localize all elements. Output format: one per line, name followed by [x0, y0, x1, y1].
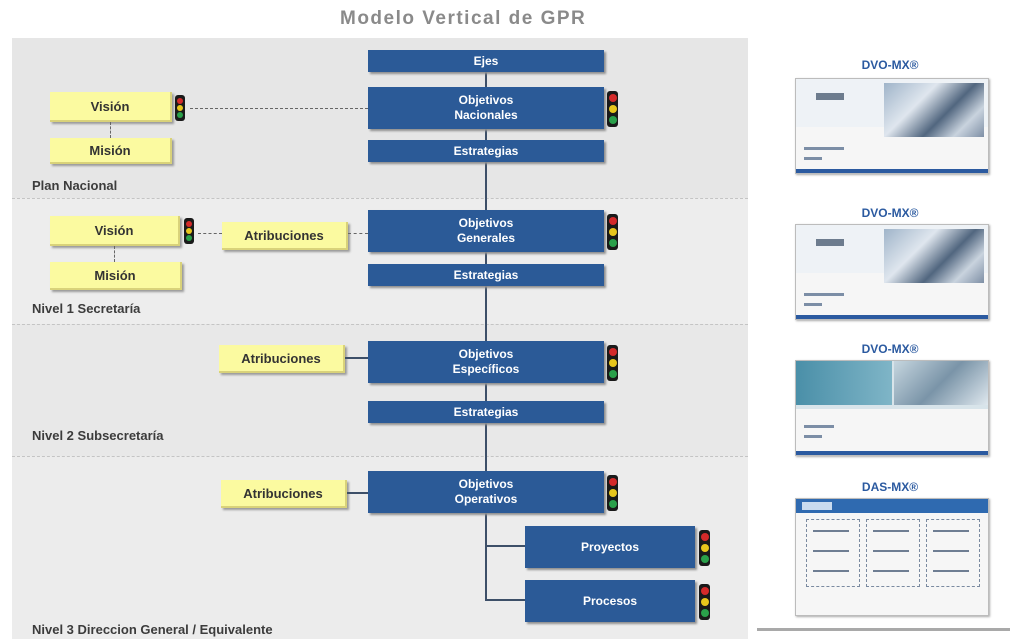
traffic-light-icon — [607, 475, 618, 511]
tool-label: DVO-MX® — [861, 206, 919, 220]
estrategias-box: Estrategias — [368, 401, 604, 423]
atribuciones-connector — [347, 492, 368, 494]
dvo-mx-screenshot-thumbnail — [795, 224, 989, 320]
traffic-light-icon — [175, 95, 185, 121]
atribuciones-box: Atribuciones — [221, 480, 347, 508]
traffic-light-icon — [699, 530, 710, 566]
procesos-connector — [485, 599, 525, 601]
vision-box: Visión — [50, 216, 180, 246]
objetivos-especificos-box: Objetivos Específicos — [368, 341, 604, 383]
vision-connector — [198, 233, 222, 234]
estrategias-box: Estrategias — [368, 264, 604, 286]
mision-box: Misión — [50, 262, 182, 290]
page-title: Modelo Vertical de GPR — [340, 8, 587, 29]
atribuciones-connector — [345, 357, 368, 359]
das-mx-screenshot-thumbnail — [795, 498, 989, 616]
vision-connector — [190, 108, 368, 109]
mision-box: Misión — [50, 138, 172, 164]
level-label-nivel-3: Nivel 3 Direccion General / Equivalente — [32, 622, 273, 637]
dvo-mx-screenshot-thumbnail — [795, 360, 989, 456]
atribuciones-box: Atribuciones — [219, 345, 345, 373]
traffic-light-icon — [699, 584, 710, 620]
panel-bottom-rule — [757, 628, 1010, 631]
procesos-box: Procesos — [525, 580, 695, 622]
ejes-box: Ejes — [368, 50, 604, 72]
objetivos-operativos-box: Objetivos Operativos — [368, 471, 604, 513]
vision-mision-connector — [114, 246, 115, 262]
spine-connector — [485, 70, 487, 600]
level-label-nivel-2: Nivel 2 Subsecretaría — [32, 428, 164, 443]
objetivos-generales-box: Objetivos Generales — [368, 210, 604, 252]
tool-label: DVO-MX® — [861, 342, 919, 356]
tool-label: DAS-MX® — [861, 480, 919, 494]
atribuciones-box: Atribuciones — [222, 222, 348, 250]
dvo-mx-screenshot-thumbnail — [795, 78, 989, 174]
band-separator — [12, 456, 748, 457]
objetivos-nacionales-box: Objetivos Nacionales — [368, 87, 604, 129]
band-separator — [12, 324, 748, 325]
band-separator — [12, 198, 748, 199]
traffic-light-icon — [607, 214, 618, 250]
vision-mision-connector — [110, 122, 111, 138]
traffic-light-icon — [184, 218, 194, 244]
atribuciones-connector — [348, 233, 368, 234]
traffic-light-icon — [607, 345, 618, 381]
proyectos-connector — [485, 545, 525, 547]
level-label-nivel-1: Nivel 1 Secretaría — [32, 301, 141, 316]
level-label-plan-nacional: Plan Nacional — [32, 178, 118, 193]
vision-box: Visión — [50, 92, 172, 122]
tool-label: DVO-MX® — [861, 58, 919, 72]
estrategias-box: Estrategias — [368, 140, 604, 162]
proyectos-box: Proyectos — [525, 526, 695, 568]
traffic-light-icon — [607, 91, 618, 127]
